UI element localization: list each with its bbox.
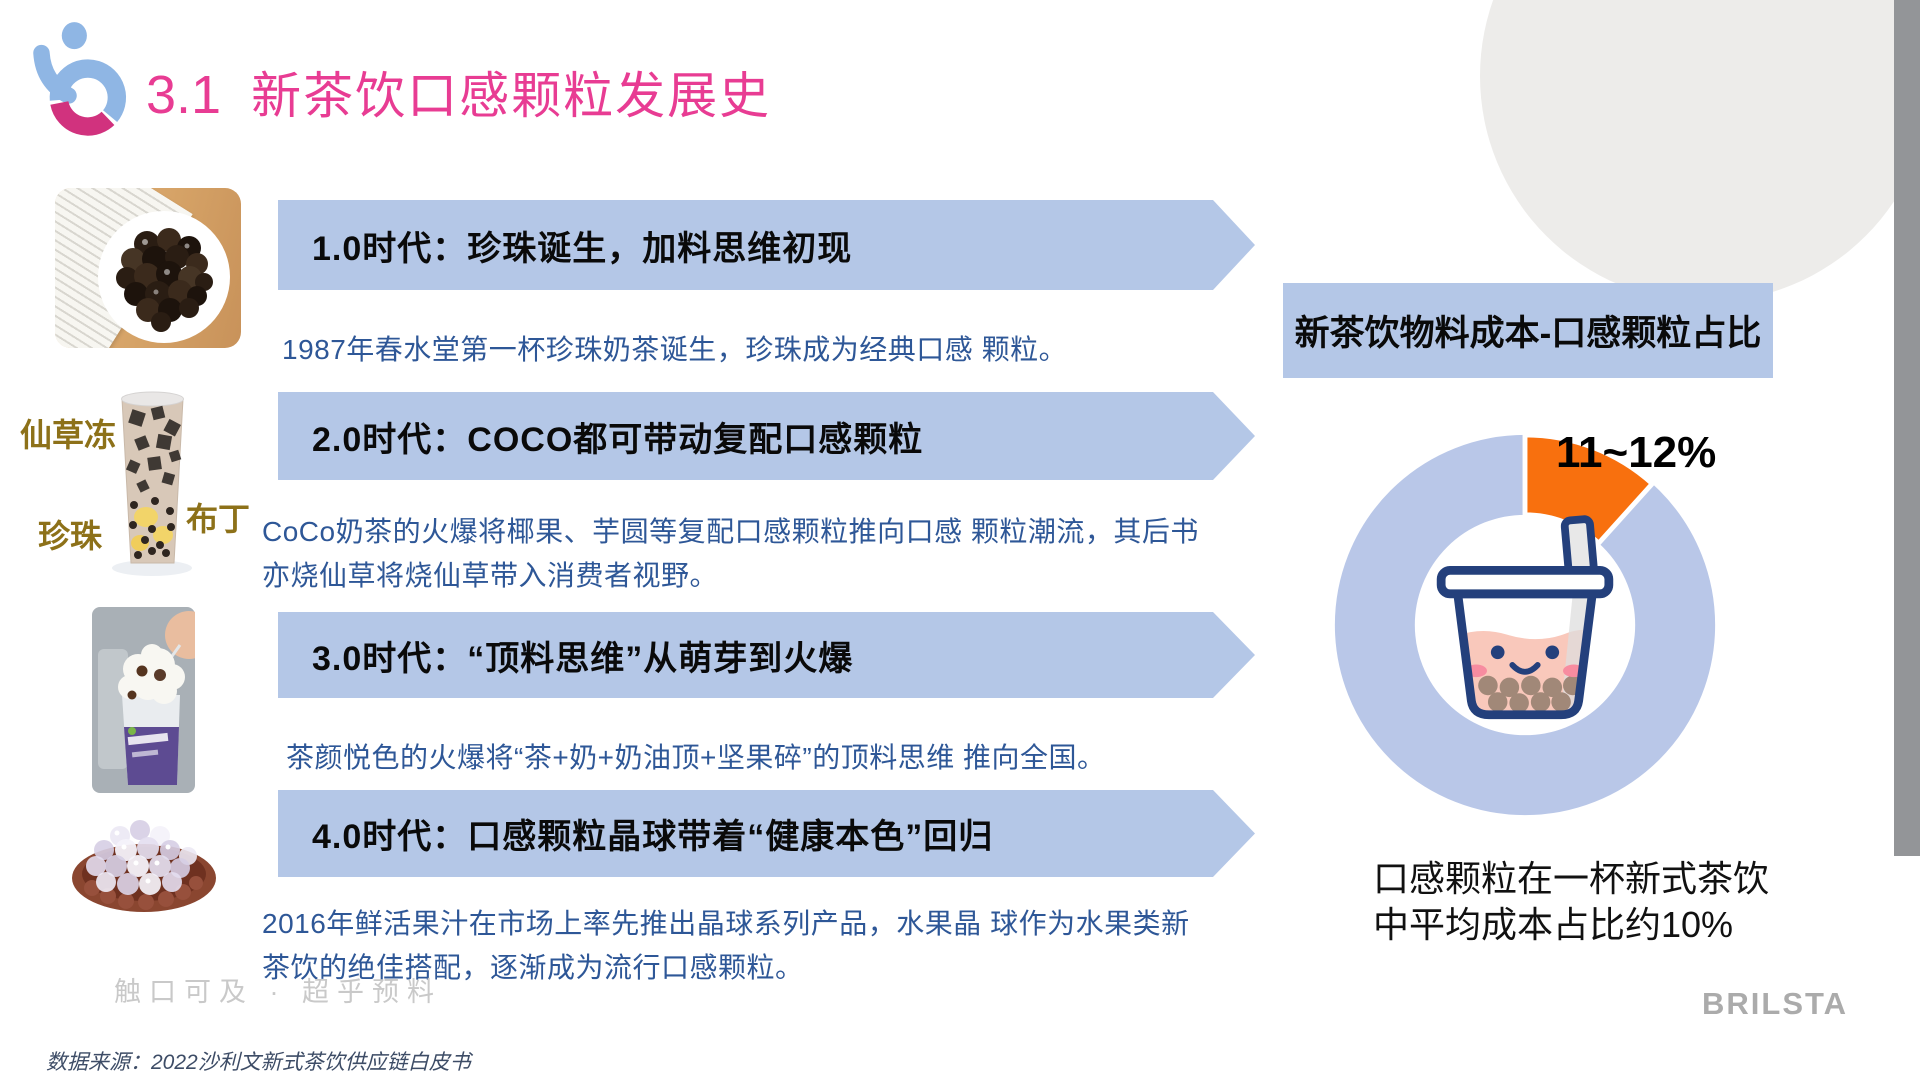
cost-panel-title: 新茶饮物料成本-口感颗粒占比 <box>1283 283 1773 378</box>
era-3-title: 3.0时代：“顶料思维”从萌芽到火爆 <box>312 639 854 678</box>
era-2-banner: 2.0时代：COCO都可带动复配口感颗粒 <box>278 392 1255 480</box>
data-source-note: 数据来源：2022沙利文新式茶饮供应链白皮书 <box>46 1051 471 1074</box>
era-4-banner: 4.0时代：口感颗粒晶球带着“健康本色”回归 <box>278 790 1255 877</box>
section-number: 3.1 <box>146 65 222 125</box>
cost-donut-chart <box>1330 430 1720 825</box>
photo-cream-top-drink <box>92 607 213 798</box>
bubble-tea-cup-icon <box>1436 515 1614 720</box>
era-4-title: 4.0时代：口感颗粒晶球带着“健康本色”回归 <box>312 818 994 856</box>
era-1-description: 1987年春水堂第一杯珍珠奶茶诞生，珍珠成为经典口感 颗粒。 <box>282 334 1068 365</box>
label-pudding: 布丁 <box>186 501 251 537</box>
brilsta-logo: BRILSTA <box>1702 986 1849 1021</box>
orange-slice <box>1522 432 1655 546</box>
era-1-title: 1.0时代：珍珠诞生，加料思维初现 <box>312 229 853 268</box>
corner-circle-decoration <box>1480 0 1920 302</box>
era-2-description: CoCo奶茶的火爆将椰果、芋圆等复配口感颗粒推向口感 颗粒潮流，其后书 亦烧仙草… <box>262 516 1199 591</box>
photo-tapioca-pearls <box>55 188 241 348</box>
era-3-banner: 3.0时代：“顶料思维”从萌芽到火爆 <box>278 612 1255 698</box>
footer-watermark: 触口可及 · 超乎预料 <box>114 977 442 1007</box>
label-pearl: 珍珠 <box>38 518 103 554</box>
label-grass-jelly: 仙草冻 <box>20 417 117 453</box>
era-1-banner: 1.0时代：珍珠诞生，加料思维初现 <box>278 200 1255 290</box>
donut-caption: 口感颗粒在一杯新式茶饮 中平均成本占比约10% <box>1373 858 1770 945</box>
era-3-description: 茶颜悦色的火爆将“茶+奶+奶油顶+坚果碎”的顶料思维 推向全国。 <box>286 742 1106 773</box>
photo-crystal-boba-plate <box>70 806 218 921</box>
photo-milk-tea-cup <box>100 385 205 582</box>
slice-percentage-label: 11~12% <box>1556 428 1717 477</box>
slide-header: 3.1 新茶饮口感颗粒发展史 <box>146 56 771 128</box>
era-4-description: 2016年鲜活果汁在市场上率先推出晶球系列产品，水果晶 球作为水果类新 茶饮的绝… <box>262 908 1190 983</box>
company-logo-icon <box>26 20 142 151</box>
page-title: 新茶饮口感颗粒发展史 <box>251 68 772 124</box>
right-edge-bar <box>1894 0 1920 856</box>
era-2-title: 2.0时代：COCO都可带动复配口感颗粒 <box>312 420 924 459</box>
